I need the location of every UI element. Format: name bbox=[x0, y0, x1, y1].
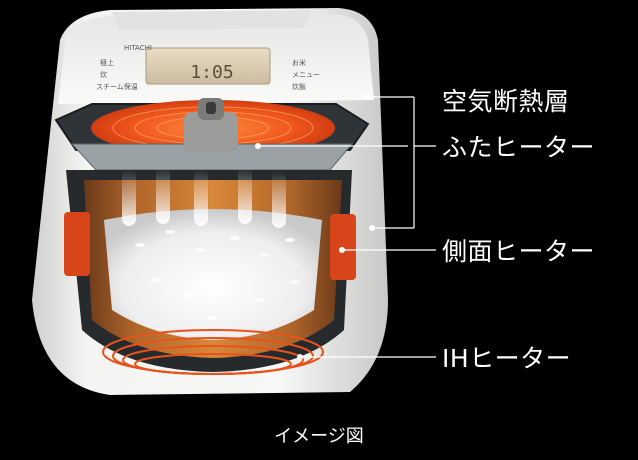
panel-label-left-1: 極上 bbox=[100, 59, 114, 67]
cooker-handle bbox=[112, 10, 312, 30]
rice-grains bbox=[135, 230, 300, 320]
lcd-display bbox=[145, 47, 271, 85]
side-heater-left bbox=[64, 212, 90, 276]
steam bbox=[122, 168, 286, 228]
lcd-time: 1:05 bbox=[190, 62, 233, 83]
label-ih-heater: IHヒーター bbox=[442, 344, 572, 373]
panel-label-bottom-left: スチーム保温 bbox=[96, 83, 138, 91]
panel-label-left-2: 炊 bbox=[100, 71, 107, 79]
rice bbox=[104, 209, 322, 340]
label-lid-heater: ふたヒーター bbox=[442, 133, 596, 162]
panel-brand: HITACHI bbox=[124, 44, 152, 52]
caption: イメージ図 bbox=[274, 426, 364, 447]
panel-label-right-3: 炊飯 bbox=[292, 83, 306, 91]
panel-label-right-1: お米 bbox=[292, 59, 306, 67]
label-side-heater: 側面ヒーター bbox=[442, 237, 596, 266]
leader-dots bbox=[255, 94, 375, 360]
ih-heater-coils bbox=[102, 329, 324, 375]
label-air-insulation: 空気断熱層 bbox=[442, 87, 570, 116]
panel-label-right-2: メニュー bbox=[292, 71, 320, 79]
side-heater-right bbox=[330, 214, 356, 280]
steam-valve bbox=[184, 98, 238, 152]
leader-lines bbox=[258, 96, 436, 358]
